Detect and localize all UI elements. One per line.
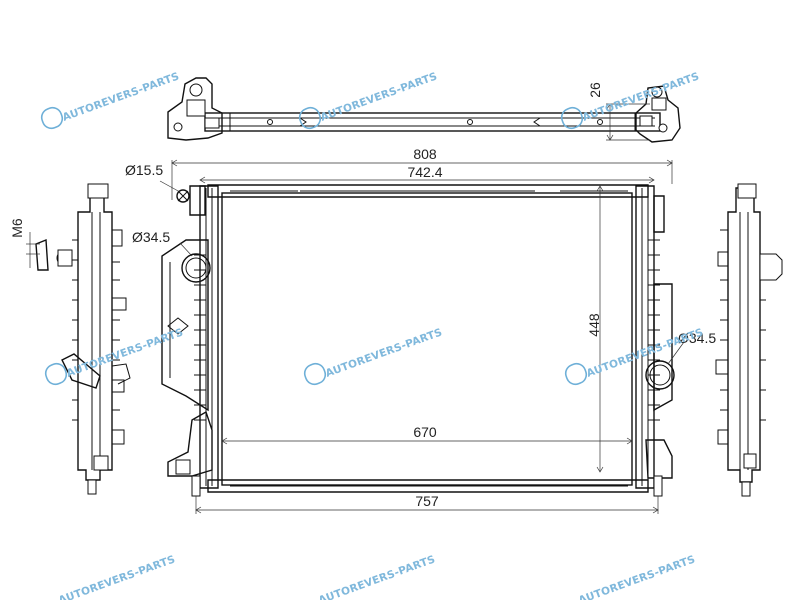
dim-thread: M6 <box>9 218 25 238</box>
right-tank <box>635 185 655 489</box>
radiator-core <box>221 192 633 486</box>
watermark-8: AUTOREVERS-PARTS <box>317 553 437 600</box>
dim-core-width-top: 742.4 <box>407 164 442 180</box>
dim-bottom-width: 757 <box>415 493 439 509</box>
left-tank <box>199 185 219 489</box>
watermark-text: AUTOREVERS-PARTS <box>577 553 697 600</box>
right-bottom-bracket <box>645 439 673 479</box>
watermark-text: AUTOREVERS-PARTS <box>324 326 444 379</box>
dim-outlet-diameter: Ø34.5 <box>678 330 716 346</box>
dim-small-port-diameter: Ø15.5 <box>125 162 163 178</box>
right-side-pipe <box>759 253 783 281</box>
watermark-text: AUTOREVERS-PARTS <box>317 553 437 600</box>
watermark-text: AUTOREVERS-PARTS <box>319 70 439 123</box>
right-side-view <box>715 183 783 497</box>
small-port <box>176 189 190 203</box>
left-expansion-box <box>161 239 209 412</box>
left-side-pipe <box>61 353 101 389</box>
dim-top-bar-depth: 26 <box>587 82 603 98</box>
outlet-pipe <box>645 360 675 390</box>
watermark-text: AUTOREVERS-PARTS <box>65 326 185 379</box>
dim-height: 448 <box>586 313 602 337</box>
watermark-4: AUTOREVERS-PARTS <box>44 326 185 386</box>
dim-overall-width: 808 <box>413 146 437 162</box>
left-side-view <box>26 183 131 495</box>
top-right-fitting <box>635 85 681 143</box>
left-side-tank <box>77 187 113 481</box>
right-side-tank <box>727 187 761 483</box>
watermark-text: AUTOREVERS-PARTS <box>57 553 177 600</box>
watermark-text: AUTOREVERS-PARTS <box>585 326 705 379</box>
front-view <box>159 159 685 514</box>
watermark-2: AUTOREVERS-PARTS <box>298 70 439 130</box>
watermark-5: AUTOREVERS-PARTS <box>303 326 444 386</box>
top-view <box>167 77 681 143</box>
watermark-9: AUTOREVERS-PARTS <box>577 553 697 600</box>
dim-core-width-inner: 670 <box>413 424 437 440</box>
right-outlet-housing <box>653 283 673 412</box>
top-left-fitting <box>167 77 223 141</box>
watermark-7: AUTOREVERS-PARTS <box>57 553 177 600</box>
dim-inlet-diameter: Ø34.5 <box>132 229 170 245</box>
inlet-pipe <box>181 253 211 283</box>
watermark-text: AUTOREVERS-PARTS <box>61 70 181 123</box>
watermark-6: AUTOREVERS-PARTS <box>564 326 705 386</box>
watermark-1: AUTOREVERS-PARTS <box>40 70 181 130</box>
